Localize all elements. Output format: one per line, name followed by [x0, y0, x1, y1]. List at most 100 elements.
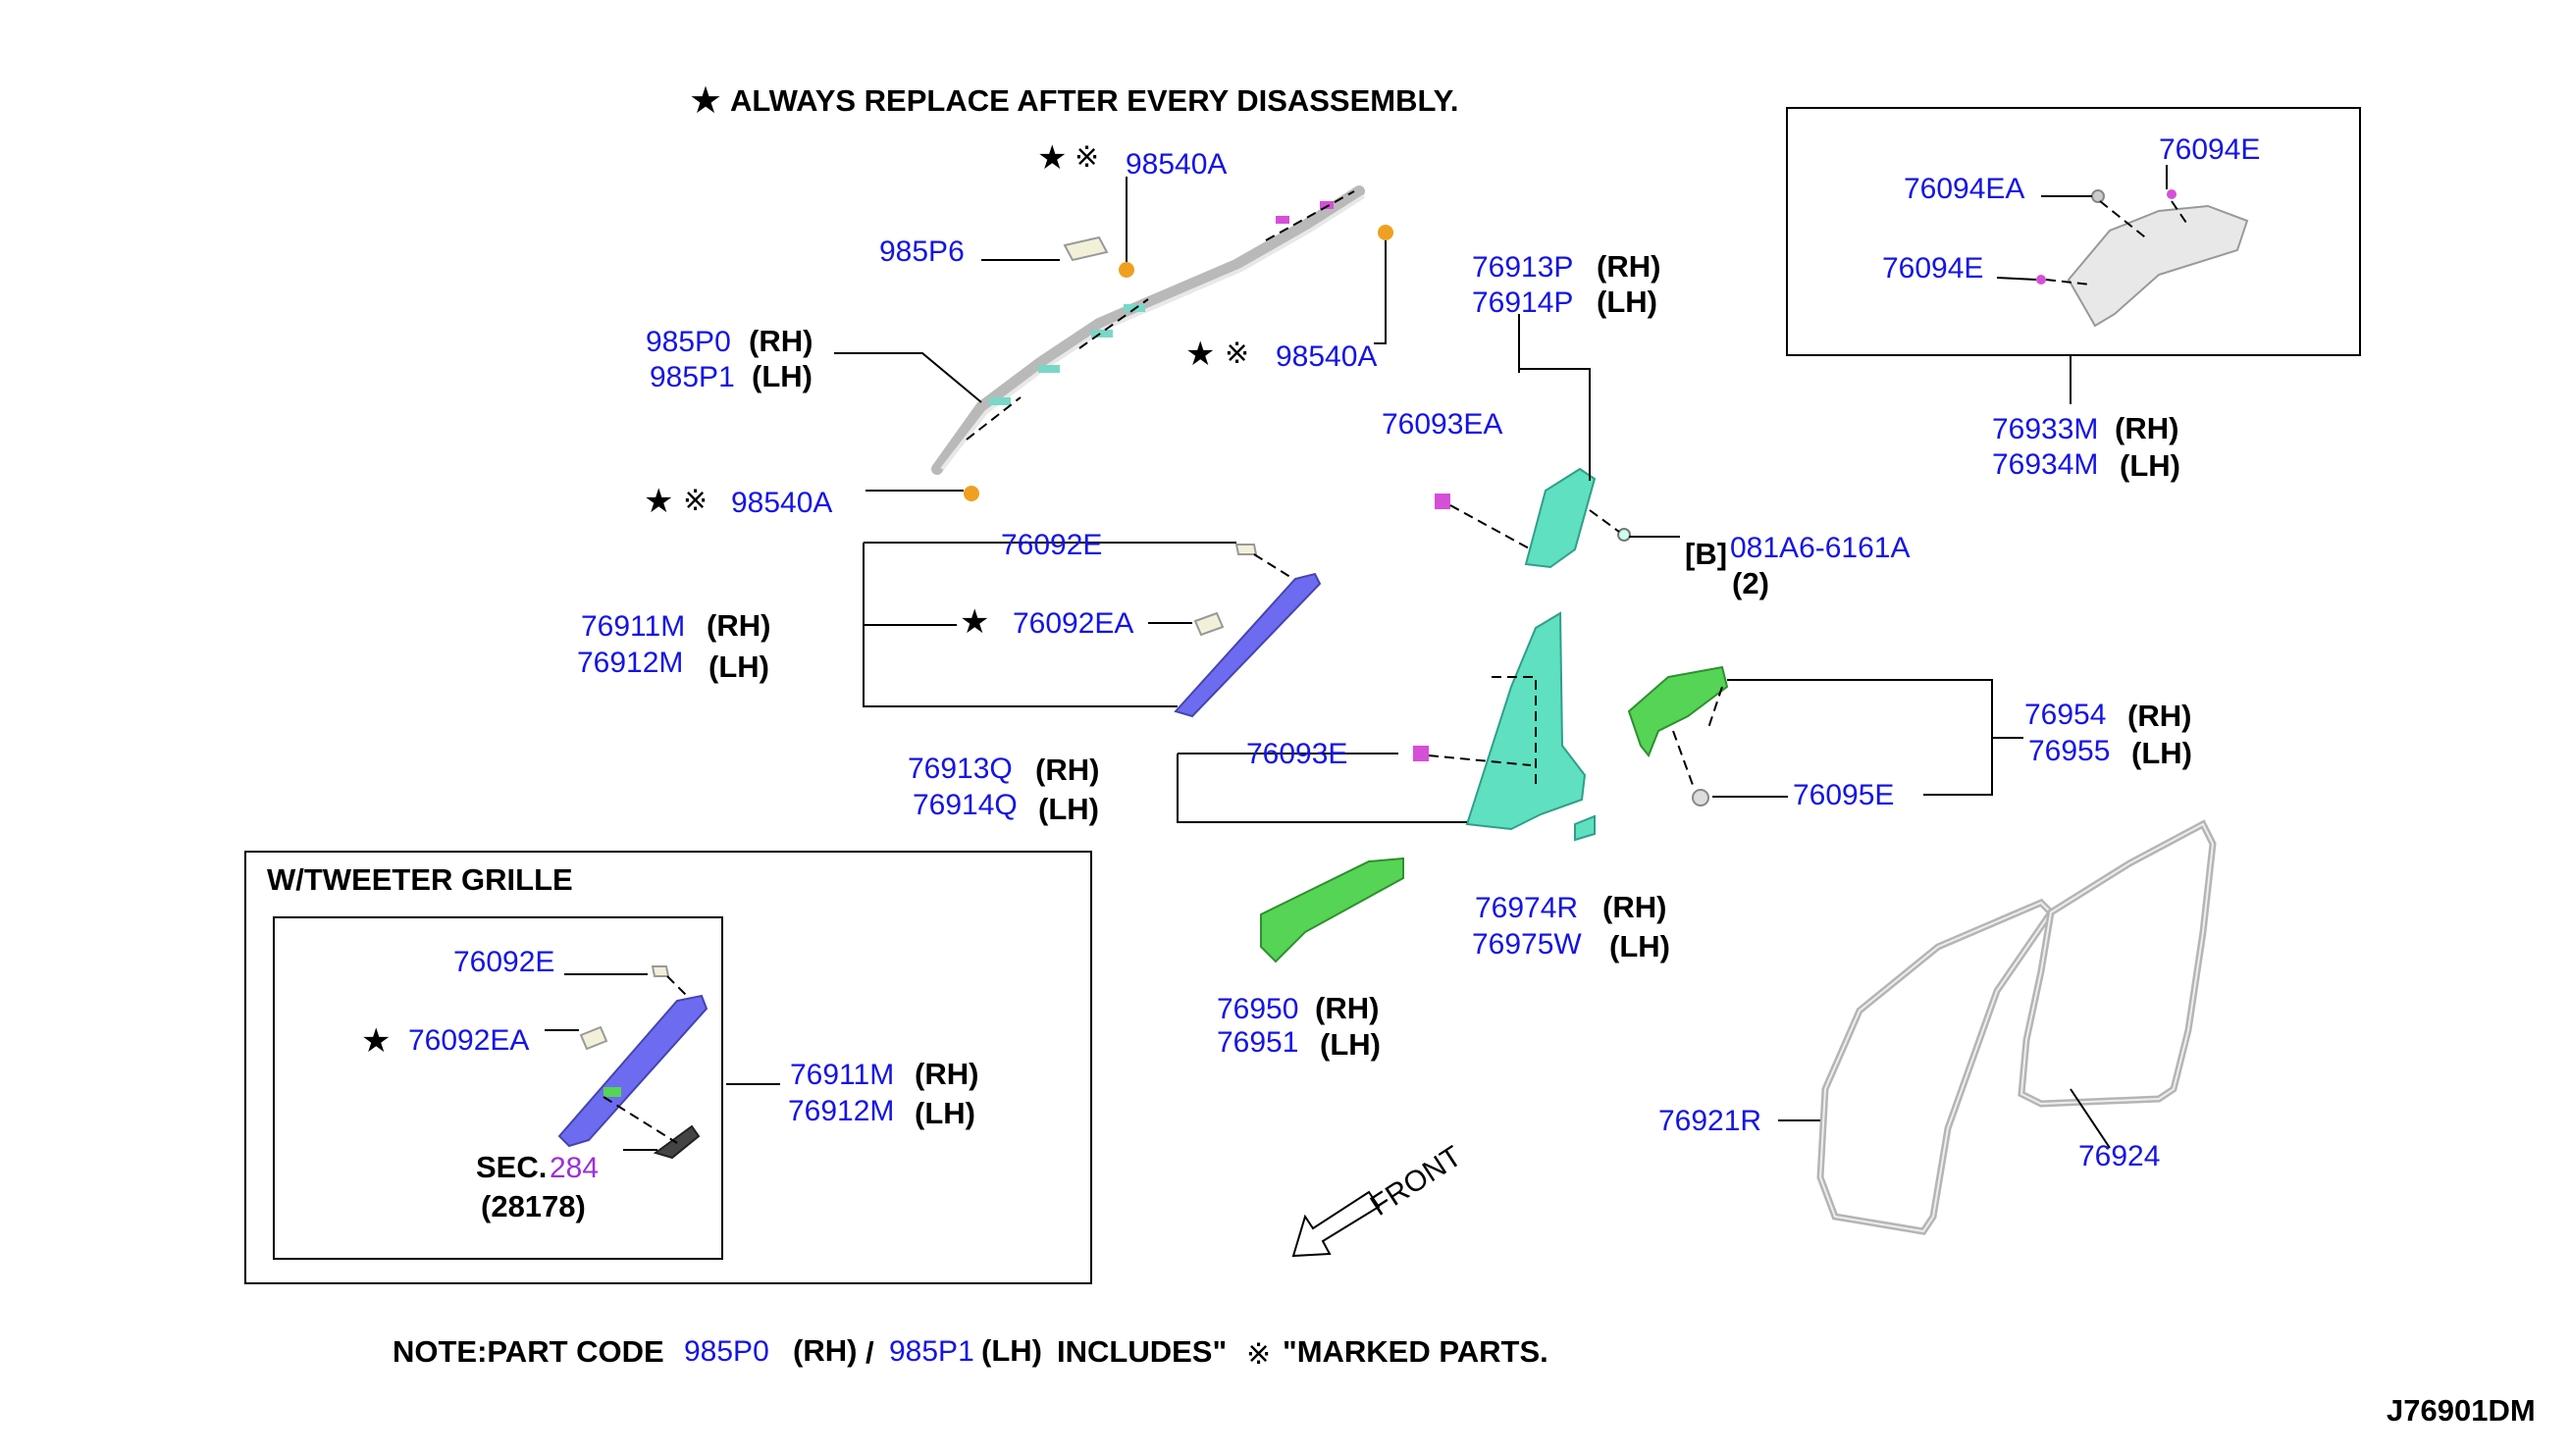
side-lh: (LH)	[1320, 1027, 1381, 1062]
clip-98540A-top-icon	[1119, 262, 1134, 278]
part-76955[interactable]: 76955	[2028, 735, 2110, 767]
quantity-2: (2)	[1732, 566, 1769, 600]
front-direction-arrow: FRONT	[1291, 1140, 1468, 1258]
side-rh: (RH)	[749, 324, 813, 358]
side-lh: (LH)	[1038, 792, 1099, 826]
side-rh: (RH)	[707, 608, 770, 643]
b-pillar-lower-trim	[1465, 611, 1587, 831]
inset-title: W/TWEETER GRILLE	[267, 862, 573, 897]
bracket-b: [B]	[1685, 537, 1727, 571]
inset-part-76911M[interactable]: 76911M	[790, 1059, 894, 1091]
part-76933M[interactable]: 76933M	[1992, 413, 2098, 445]
weatherstrip-76921R	[1816, 898, 2056, 1235]
part-98540A-low[interactable]: 98540A	[731, 487, 832, 519]
part-76913Q[interactable]: 76913Q	[908, 753, 1013, 785]
star-icon: ★	[960, 603, 989, 641]
inset-part-76092EA[interactable]: 76092EA	[408, 1024, 529, 1057]
assist-grip-box	[1786, 107, 2361, 356]
clip-98540A-mid-icon	[1378, 225, 1393, 240]
part-76954[interactable]: 76954	[2024, 699, 2106, 731]
bracket-985P6-icon	[1063, 235, 1109, 262]
ref-mark-icon: ※	[683, 485, 708, 517]
part-98540A-top[interactable]: 98540A	[1126, 148, 1227, 181]
kicking-plate-76954	[1627, 665, 1729, 757]
part-76914P[interactable]: 76914P	[1472, 286, 1573, 319]
star-icon: ★	[644, 483, 673, 520]
tweeter-grille-inner-box	[273, 916, 723, 1260]
note-slash: /	[865, 1335, 874, 1370]
part-985P0[interactable]: 985P0	[646, 326, 731, 358]
part-081A6-6161A[interactable]: 081A6-6161A	[1730, 532, 1911, 564]
side-rh: (RH)	[1602, 890, 1666, 924]
front-label: FRONT	[1365, 1140, 1468, 1222]
side-rh: (RH)	[2115, 411, 2178, 445]
side-rh: (RH)	[2127, 699, 2191, 733]
header-note: ALWAYS REPLACE AFTER EVERY DISASSEMBLY.	[730, 83, 1458, 118]
tweeter-grille-outer-box	[244, 851, 1092, 1284]
header-star-icon: ★	[689, 80, 722, 122]
weatherstrip-76924	[2018, 819, 2217, 1108]
part-76092E[interactable]: 76092E	[1001, 529, 1102, 561]
a-pillar-trim	[1174, 572, 1322, 718]
side-lh: (LH)	[915, 1096, 975, 1130]
part-76924[interactable]: 76924	[2078, 1140, 2160, 1172]
side-lh: (LH)	[1597, 285, 1657, 319]
assist-grip-shape	[2067, 204, 2249, 328]
part-76950[interactable]: 76950	[1217, 993, 1298, 1025]
part-76093EA[interactable]: 76093EA	[1382, 408, 1502, 441]
side-lh: (LH)	[1609, 929, 1670, 963]
side-rh: (RH)	[1597, 249, 1660, 284]
side-lh: (LH)	[708, 650, 769, 684]
sec-sub: (28178)	[481, 1189, 586, 1223]
part-76092EA[interactable]: 76092EA	[1013, 607, 1133, 640]
clip-76093EA-icon	[1435, 494, 1450, 509]
curtain-airbag-assembly	[931, 185, 1366, 475]
ref-mark-icon: ※	[1225, 338, 1249, 370]
note-code-rh[interactable]: 985P0	[684, 1335, 769, 1368]
part-76912M[interactable]: 76912M	[577, 647, 683, 679]
clip-98540A-low-icon	[964, 486, 979, 501]
b-pillar-upper-trim	[1524, 467, 1597, 569]
part-76921R[interactable]: 76921R	[1658, 1105, 1761, 1137]
clip-76093E-icon	[1413, 746, 1429, 761]
part-76911M[interactable]: 76911M	[581, 610, 685, 643]
side-rh: (RH)	[915, 1057, 978, 1091]
side-rh: (RH)	[1035, 753, 1099, 787]
note-includes: INCLUDES"	[1057, 1334, 1227, 1369]
part-98540A-mid[interactable]: 98540A	[1276, 340, 1377, 373]
part-985P6[interactable]: 985P6	[879, 235, 965, 268]
inset-part-76912M[interactable]: 76912M	[788, 1095, 894, 1127]
note-suffix: "MARKED PARTS.	[1283, 1334, 1548, 1369]
side-lh: (LH)	[2120, 448, 2180, 483]
part-76974R-shape	[1574, 814, 1596, 842]
note-prefix: NOTE:PART CODE	[393, 1334, 664, 1369]
part-76913P[interactable]: 76913P	[1472, 251, 1573, 284]
part-76093E[interactable]: 76093E	[1246, 738, 1347, 770]
star-icon: ★	[1037, 139, 1067, 177]
part-76094E-top[interactable]: 76094E	[2159, 133, 2260, 166]
inset-part-76092E[interactable]: 76092E	[453, 946, 554, 978]
part-76951[interactable]: 76951	[1217, 1026, 1298, 1059]
note-rh: (RH)	[793, 1333, 857, 1368]
kicking-plate-76950	[1260, 857, 1404, 963]
inset-a-pillar-trim	[557, 994, 708, 1148]
side-lh: (LH)	[2131, 736, 2192, 770]
sec-number[interactable]: 284	[550, 1152, 599, 1184]
side-rh: (RH)	[1315, 991, 1379, 1025]
part-76934M[interactable]: 76934M	[1992, 448, 2098, 481]
note-mark: ※	[1246, 1338, 1271, 1371]
part-76094E-left[interactable]: 76094E	[1882, 252, 1983, 285]
sec-prefix: SEC.	[476, 1150, 547, 1184]
note-code-lh[interactable]: 985P1	[889, 1335, 974, 1368]
side-lh: (LH)	[752, 359, 813, 393]
part-76914Q[interactable]: 76914Q	[913, 789, 1018, 821]
part-76975W[interactable]: 76975W	[1472, 928, 1582, 961]
ref-mark-icon: ※	[1075, 141, 1099, 174]
star-icon: ★	[361, 1022, 391, 1060]
note-lh: (LH)	[981, 1333, 1042, 1368]
part-76095E[interactable]: 76095E	[1793, 779, 1894, 811]
part-985P1[interactable]: 985P1	[650, 361, 735, 393]
part-76094EA[interactable]: 76094EA	[1904, 173, 2024, 205]
part-76974R[interactable]: 76974R	[1475, 892, 1578, 924]
